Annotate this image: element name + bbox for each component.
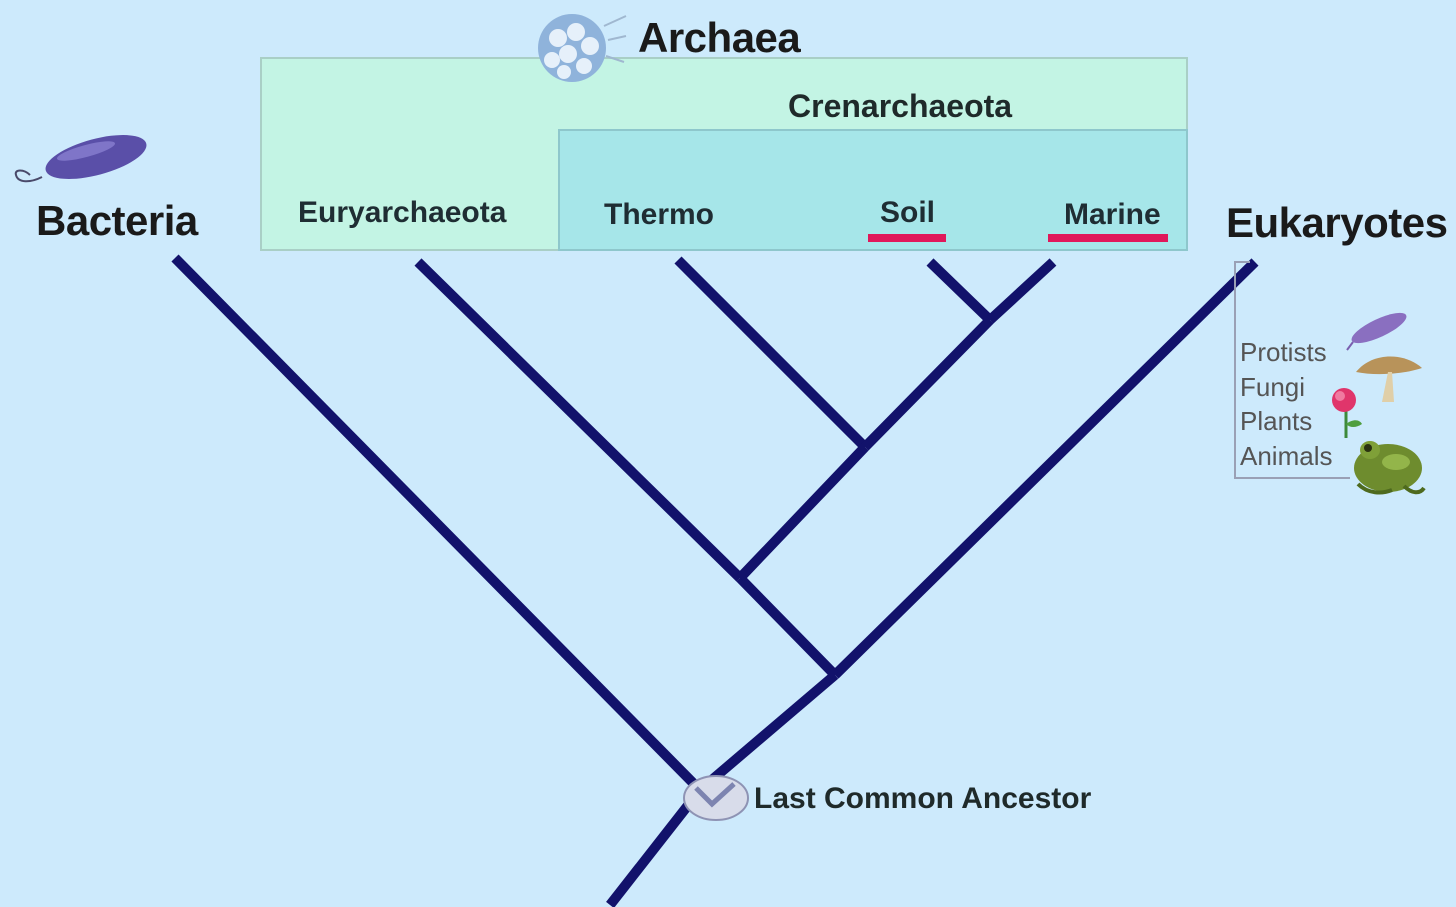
archaea-cluster-icon — [528, 6, 628, 92]
branch-soil-marine — [865, 320, 990, 447]
eukaryote-member-protists: Protists — [1240, 335, 1332, 370]
eukaryote-member-fungi: Fungi — [1240, 370, 1332, 405]
branch-euryarchaeota — [418, 262, 740, 578]
soil-highlight — [868, 234, 946, 242]
thermo-label: Thermo — [604, 200, 714, 230]
branch-eukaryotes — [835, 262, 1255, 675]
eukaryote-member-plants: Plants — [1240, 404, 1332, 439]
marine-label: Marine — [1064, 200, 1161, 230]
marine-highlight — [1048, 234, 1168, 242]
branch-crenarchaeota — [740, 447, 865, 578]
bacterium-icon — [10, 125, 150, 195]
archaea-label: Archaea — [638, 17, 800, 59]
frog-icon — [1348, 428, 1428, 500]
branch-bacteria — [175, 258, 700, 790]
ancestor-cell-icon — [682, 772, 752, 824]
protist-icon — [1345, 306, 1415, 352]
eukaryote-members: Protists Fungi Plants Animals — [1240, 335, 1332, 473]
soil-label: Soil — [880, 198, 935, 228]
branch-archaea — [740, 578, 835, 675]
eukaryote-member-animals: Animals — [1240, 439, 1332, 474]
branch-soil — [930, 262, 990, 320]
branch-thermo — [678, 260, 865, 447]
ancestor-label: Last Common Ancestor — [754, 784, 1091, 814]
bacteria-label: Bacteria — [36, 200, 198, 242]
branch-marine — [990, 262, 1053, 320]
euryarchaeota-label: Euryarchaeota — [298, 198, 506, 228]
crenarchaeota-label: Crenarchaeota — [788, 90, 1012, 122]
eukaryotes-label: Eukaryotes — [1226, 202, 1447, 244]
